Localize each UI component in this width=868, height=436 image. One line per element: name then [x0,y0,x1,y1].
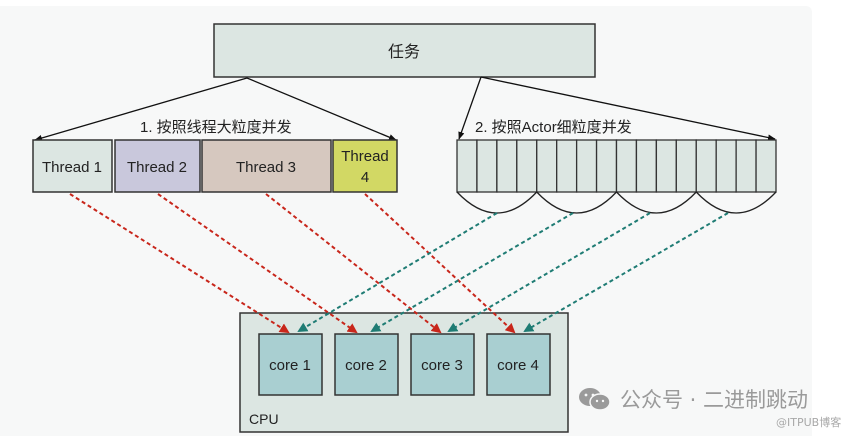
actor-cell [715,139,737,193]
thread-to-core-arrows [69,193,516,334]
actor-strategy-label: 2. 按照Actor细粒度并发 [475,119,632,136]
cpu: CPU core 1 core 2 core 3 core 4 [239,312,569,433]
branch-line-right [246,77,397,141]
thread-branch: 1. 按照线程大粒度并发 [34,77,397,142]
watermark: 公众号 · 二进制跳动 [578,384,808,414]
cpu-label: CPU [249,411,279,427]
actor-to-core-arrows [297,212,729,333]
core-label: core 1 [269,357,311,374]
actor-group-arcs [456,191,777,214]
arrow-actorgroup4-core4 [523,212,729,333]
task-label: 任务 [388,43,420,61]
actor-branch-line-right [480,76,776,141]
actor-group-arc [536,191,617,214]
core-box [258,333,323,396]
core-box [486,333,551,396]
actor-branch: 2. 按照Actor细粒度并发 [458,76,776,141]
actor-cell [675,139,697,193]
core-2: core 2 [334,333,399,396]
core-label: core 3 [421,357,463,374]
arrow-thread4-core4 [364,193,516,334]
thread-1: Thread 1 [32,139,113,193]
actor-cell [476,139,498,193]
core-1: core 1 [258,333,323,396]
task-node: 任务 [213,23,596,78]
actor-cell [755,139,777,193]
thread-box [332,139,398,193]
actor-cell [655,139,677,193]
actor-cell [556,139,578,193]
core-label: core 2 [345,357,387,374]
thread-label: Thread 3 [236,159,296,176]
arrow-actorgroup1-core1 [297,212,498,333]
arrow-thread2-core2 [157,193,358,334]
thread-3: Thread 3 [201,139,332,193]
actor-cell [496,139,518,193]
core-box [410,333,475,396]
actor-group-arc [456,191,538,214]
actor-cell [615,139,638,193]
actor-branch-line-left [458,76,482,140]
thread-row: Thread 1 Thread 2 Thread 3 Thread 4 [32,139,398,193]
thread-label: Thread 1 [42,159,102,176]
core-3: core 3 [410,333,475,396]
thread-label-line1: Thread [341,148,389,165]
actor-bar [456,139,777,193]
actor-cell [456,139,478,193]
thread-strategy-label: 1. 按照线程大粒度并发 [140,119,292,136]
actor-cell [595,139,618,193]
actor-cell [516,139,538,193]
thread-4: Thread 4 [332,139,398,193]
thread-label-line2: 4 [361,169,369,186]
thread-box [32,139,113,193]
thread-box [114,139,201,193]
arrow-thread3-core3 [265,193,442,334]
watermark-text: 公众号 · 二进制跳动 [620,388,809,412]
thread-box [201,139,332,193]
watermark-source: @ITPUB博客 [776,416,842,429]
thread-label: Thread 2 [127,159,187,176]
core-4: core 4 [486,333,551,396]
actor-cell [536,139,558,193]
wechat-icon [579,388,611,411]
task-box [213,23,596,78]
actor-cell [635,139,658,193]
core-label: core 4 [497,357,539,374]
core-box [334,333,399,396]
actor-cell [735,139,757,193]
arrow-actorgroup3-core3 [447,212,651,333]
arrow-actorgroup2-core2 [370,212,574,333]
actor-group-arc [616,191,697,214]
thread-2: Thread 2 [114,139,201,193]
actor-cell [695,139,717,193]
actor-cell [575,139,598,193]
actor-group-arc [695,191,777,214]
branch-line-left [34,77,248,142]
arrow-thread1-core1 [69,193,290,334]
